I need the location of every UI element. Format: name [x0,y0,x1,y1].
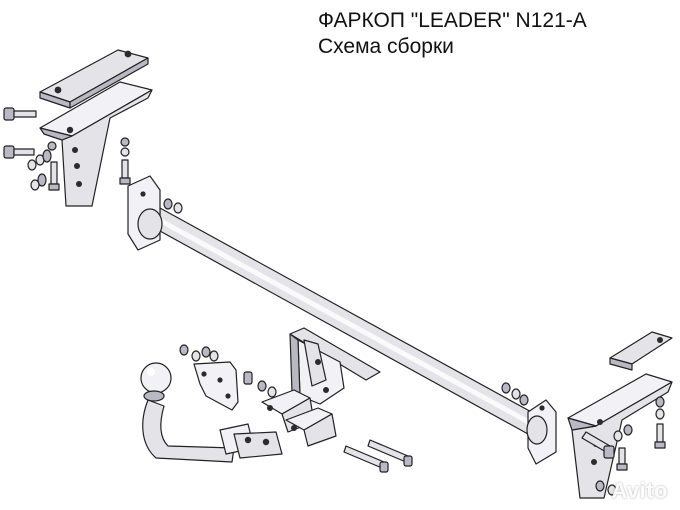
socket-plate-nuts [179,344,219,362]
tube-right-end-plate [526,399,557,465]
right-side-bracket [567,373,673,499]
left-vertical-bolts [47,137,131,191]
towball-neck [140,362,235,463]
diagram-header: ФАРКОП "LEADER" N121-A Схема сборки [318,8,674,60]
housing-nuts [257,380,277,398]
tube-left-nuts [163,198,183,214]
central-housing [289,327,381,405]
left-bolt-lower [3,145,35,159]
right-top-plate [609,331,673,371]
long-bolt-1 [367,439,413,467]
right-bolt [581,431,615,459]
right-vertical-bolts [616,423,666,471]
right-washers [595,396,665,496]
diagram-subtitle: Схема сборки [318,35,454,58]
tube-left-end-plate [127,175,163,251]
left-top-plate [39,49,149,109]
diagram-title: ФАРКОП "LEADER" N121-A [318,9,587,32]
left-bolt-upper [3,107,37,121]
avito-watermark: Avito [611,478,668,503]
left-washers [27,149,52,191]
left-side-bracket [39,81,153,207]
tube-right-nuts [501,382,529,406]
towball-clamp-plates [219,423,283,459]
wiring-socket-plate [193,361,253,411]
main-cross-tube [139,207,547,435]
housing-front-plates [261,389,337,447]
long-bolt-2 [343,445,389,473]
